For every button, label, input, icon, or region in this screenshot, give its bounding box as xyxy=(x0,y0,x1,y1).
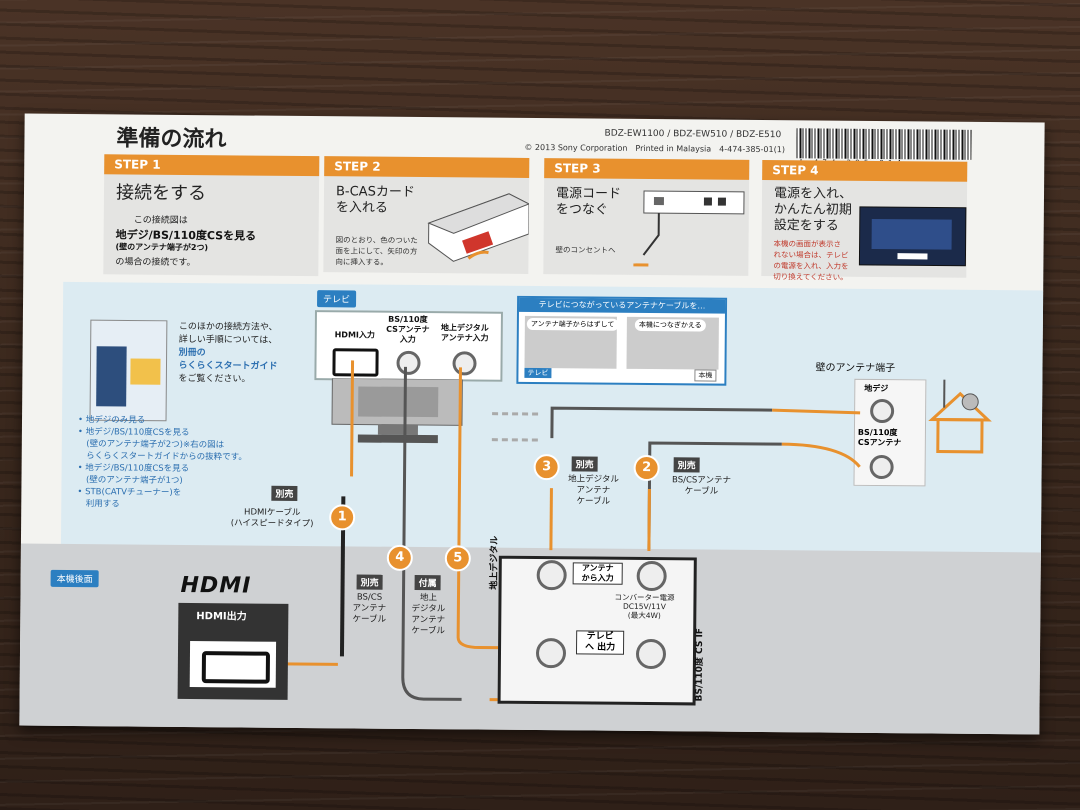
rear-label: 本機後面 xyxy=(50,569,99,588)
cable-4-label-line: ケーブル xyxy=(352,614,387,625)
cable-4-tag: 別売 xyxy=(356,574,383,590)
tv-screen-illustration xyxy=(858,206,967,267)
cable-3-number: 3 xyxy=(533,454,560,481)
cable-5-tag: 付属 xyxy=(414,574,441,591)
cable-3-label: 地上デジタル アンテナ ケーブル xyxy=(561,474,625,508)
bs-in-port xyxy=(636,560,667,592)
cable-2-number: 2 xyxy=(633,454,660,482)
hdmi-output-label: HDMI出力 xyxy=(196,611,247,623)
tv-output-line: テレビ xyxy=(586,631,614,642)
bs-side-label: BS/110度 CS IF xyxy=(694,627,706,702)
cable-2-label-line: ケーブル xyxy=(684,486,719,497)
cable-5-label-line: アンテナ xyxy=(411,614,446,626)
hdmi-logo: HDMI xyxy=(180,572,252,599)
cable-1-tag: 別売 xyxy=(271,485,298,501)
tv-output-line: へ 出力 xyxy=(584,642,616,653)
cable-5-label-line: デジタル xyxy=(411,603,446,615)
cable-4-label-line: アンテナ xyxy=(352,603,387,614)
cable-1-label: HDMIケーブル (ハイスピードタイプ) xyxy=(217,507,327,530)
cable-3-tag: 別売 xyxy=(571,456,598,472)
cable-4-label-line: BS/CS xyxy=(356,592,383,603)
cable-3-label-line: ケーブル xyxy=(576,496,611,507)
hdmi-output-port xyxy=(201,651,271,684)
converter-line: (最大4W) xyxy=(627,610,661,621)
tv-output-label: テレビ へ 出力 xyxy=(575,630,625,655)
cable-2-tag: 別売 xyxy=(673,457,700,473)
antenna-input-line: から入力 xyxy=(581,573,614,583)
bs-out-port xyxy=(635,638,667,670)
start-guide-booklet xyxy=(89,319,168,422)
power-cord-illustration xyxy=(633,190,745,267)
digital-side-label: 地上デジタル xyxy=(489,535,501,590)
bcas-card-illustration xyxy=(427,193,530,262)
cable-1-number: 1 xyxy=(329,504,356,531)
cable-3-label-line: アンテナ xyxy=(576,485,611,496)
cable-5-label-line: 地上 xyxy=(419,593,438,604)
tv-stand xyxy=(331,378,463,444)
converter-power-label: コンバーター電源 DC15V/11V (最大4W) xyxy=(608,593,680,621)
step4-panel: STEP 4 電源を入れ、 かんたん初期 設定をする 本機の画面が表示さ れない… xyxy=(761,159,968,282)
cable-3-label-line: 地上デジタル xyxy=(568,474,619,485)
setup-card: 準備の流れ BDZ-EW1100 / BDZ-EW510 / BDZ-E510 … xyxy=(19,113,1045,735)
cable-5-label-line: ケーブル xyxy=(411,625,445,637)
digital-out-port xyxy=(535,638,567,669)
antenna-input-line: アンテナ xyxy=(581,563,614,573)
converter-line: コンバーター電源 xyxy=(614,592,675,603)
step3-panel: STEP 3 電源コード をつなぐ 壁のコンセントへ xyxy=(543,158,750,276)
antenna-input-label: アンテナ から入力 xyxy=(572,562,623,585)
cable-1-label-line: (ハイスピードタイプ) xyxy=(230,518,314,530)
house-antenna-icon xyxy=(928,379,992,454)
cable-5-label: 地上 デジタル アンテナ ケーブル xyxy=(404,593,452,637)
digital-in-port xyxy=(536,560,567,591)
cable-4-number: 4 xyxy=(386,544,413,571)
step2-panel: STEP 2 B-CASカード を入れる 図のとおり、色のついた 面を上にして、… xyxy=(323,156,530,274)
cable-2-label-line: BS/CSアンテナ xyxy=(672,475,732,486)
cable-4-label: BS/CS アンテナ ケーブル xyxy=(344,592,394,625)
cable-5-number: 5 xyxy=(444,545,471,572)
cable-2-label: BS/CSアンテナ ケーブル xyxy=(661,475,741,498)
